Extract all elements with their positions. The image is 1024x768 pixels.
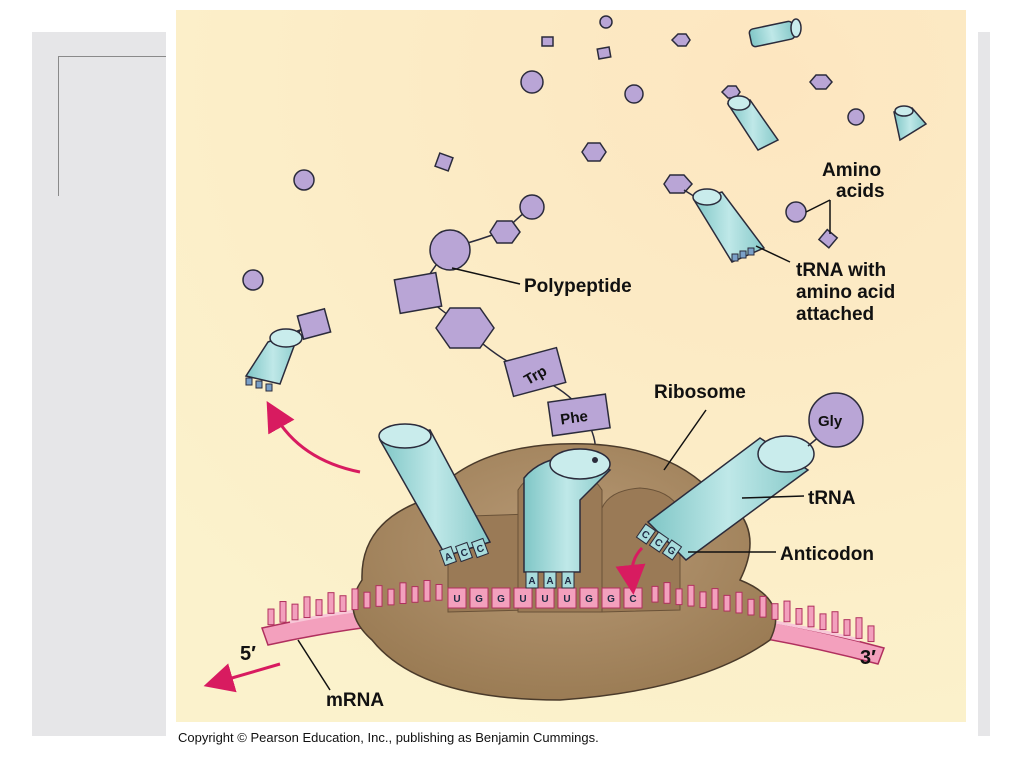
anticodon-letter: C (475, 543, 486, 556)
phe-label: Phe (559, 408, 589, 429)
label-polypeptide: Polypeptide (524, 276, 632, 297)
mrna-tooth (771, 603, 779, 620)
codon-base (579, 587, 599, 609)
trna-a-site (646, 392, 864, 561)
mrna-tooth (783, 600, 791, 623)
mrna-tooth (735, 591, 743, 614)
mrna-tooth (303, 596, 311, 619)
mrna-tooth (327, 592, 335, 614)
slide-decoration-line (58, 56, 168, 57)
anticodon-letter: C (459, 547, 470, 560)
anticodon-letter: A (443, 551, 454, 564)
codon-letter: U (519, 594, 526, 605)
mrna-tooth (855, 617, 863, 639)
trna-e-site (378, 423, 492, 557)
mrna-direction-arrow (203, 662, 281, 693)
label-trna: tRNA (808, 488, 856, 509)
codon-letter: U (453, 594, 460, 605)
anticodon-letter: A (564, 576, 571, 587)
mrna-tooth (411, 586, 419, 603)
mrna-tooth (723, 594, 731, 612)
codon-letter: G (607, 594, 615, 605)
label-five-prime: 5′ (240, 643, 256, 665)
mrna-tooth (351, 588, 359, 611)
mrna-tooth (687, 584, 695, 607)
polypeptide-chain (393, 194, 611, 461)
mrna-tooth (315, 599, 323, 616)
mrna-tooth (795, 608, 803, 625)
mrna-tooth (435, 583, 443, 601)
mrna-tooth (387, 588, 395, 606)
mrna-tooth (699, 591, 707, 609)
anticodon-base (438, 545, 458, 567)
exit-arrow (266, 400, 361, 474)
mrna-tooth (843, 619, 851, 636)
codon-letter: G (475, 594, 483, 605)
label-trna-attached-3: attached (796, 304, 874, 325)
label-anticodon: Anticodon (780, 544, 874, 565)
free-amino-acids (242, 15, 865, 291)
incoming-arrow (615, 546, 646, 595)
mrna-tooth (747, 598, 755, 616)
mrna-tooth (867, 625, 875, 643)
mrna-tooth (399, 582, 407, 605)
mrna-tooth (339, 595, 347, 612)
codon-base (447, 587, 467, 609)
label-trna-attached-2: amino acid (796, 282, 895, 303)
anticodon-base (648, 531, 670, 553)
trna-with-amino-acid (663, 174, 766, 263)
label-trna-attached-1: tRNA with (796, 260, 886, 281)
anticodon-base (525, 571, 539, 589)
mrna-tooth (375, 585, 383, 607)
codon-letter: C (629, 594, 636, 605)
anticodon-letter: A (546, 576, 553, 587)
mrna-tooth (363, 591, 371, 609)
label-amino-acids-2: acids (836, 181, 885, 202)
codon-base (469, 587, 489, 609)
mrna-tooth (675, 588, 683, 606)
anticodon-base (454, 541, 474, 563)
label-amino-acids-1: Amino (822, 160, 881, 181)
codon-base (513, 587, 533, 609)
free-trna-top (720, 18, 928, 151)
departing-trna (244, 307, 332, 392)
codon-letter: G (585, 594, 593, 605)
leader-lines (297, 199, 831, 691)
anticodon-base (635, 523, 657, 545)
mrna-tooth (819, 613, 827, 631)
codon-letter: U (541, 594, 548, 605)
label-mrna: mRNA (326, 690, 384, 711)
codon-base (491, 587, 511, 609)
codon-letter: G (497, 594, 505, 605)
anticodon-base (661, 539, 683, 561)
mrna-tooth (423, 579, 431, 602)
mrna-tooth (663, 582, 671, 604)
mrna-tooth (759, 595, 767, 618)
mrna-tooth (831, 611, 839, 633)
anticodon-base (470, 537, 490, 559)
copyright-text: Copyright © Pearson Education, Inc., pub… (178, 730, 599, 745)
label-ribosome: Ribosome (654, 382, 746, 403)
mrna-tooth (291, 603, 299, 621)
anticodon-base (543, 571, 557, 589)
gly-label: Gly (818, 413, 843, 430)
anticodon-base (561, 571, 575, 589)
trna-p-site (523, 448, 612, 573)
slide-decoration-line (58, 56, 59, 196)
label-three-prime: 3′ (860, 647, 876, 669)
codon-base (601, 587, 621, 609)
mrna-tooth (267, 608, 275, 626)
mrna-tooth (651, 585, 659, 603)
anticodon-right: CCG (635, 523, 683, 561)
anticodon-letter: A (528, 576, 535, 587)
mrna-tooth (807, 605, 815, 628)
mrna-tooth (279, 601, 287, 623)
mrna-tooth (711, 588, 719, 610)
codon-letter: U (563, 594, 570, 605)
